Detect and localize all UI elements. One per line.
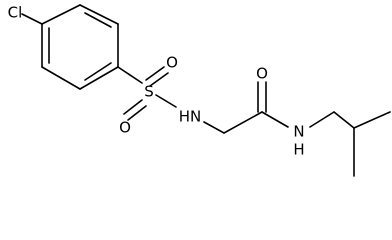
molecule-diagram: Cl S O O HN O N H <box>8 4 391 177</box>
s-n-bond <box>155 94 177 108</box>
ring-double-bond <box>84 62 112 81</box>
ring-bond <box>79 4 119 25</box>
ch2-carbonyl-bond <box>223 111 263 134</box>
isobutyl-bond <box>333 111 355 129</box>
cl-bond <box>21 13 43 25</box>
atom-h-amide: H <box>293 141 304 159</box>
benzene-ring <box>41 4 119 90</box>
isobutyl-bond <box>353 111 391 129</box>
s-o-top-double-bond <box>145 66 165 81</box>
s-o-bottom-double-bond <box>123 99 143 115</box>
s-o-top-double-bond <box>149 72 169 87</box>
structure-canvas: Cl S O O HN O N H <box>8 4 391 177</box>
ring-bond <box>79 66 119 90</box>
ring-double-bond <box>84 12 112 28</box>
atom-s: S <box>144 83 154 101</box>
atom-o-top: O <box>166 54 178 72</box>
atom-n-amide: N <box>293 123 304 141</box>
atom-o-carbonyl: O <box>256 65 268 83</box>
n-isobutyl-bond <box>309 111 335 128</box>
ring-s-bond <box>117 66 143 84</box>
atom-cl: Cl <box>8 4 23 22</box>
n-ch2-bond <box>203 121 225 134</box>
s-o-bottom-double-bond <box>127 105 147 121</box>
ring-bond <box>41 66 81 90</box>
carbonyl-n-bond <box>261 111 289 128</box>
ring-bond <box>41 4 81 25</box>
atom-nh-sulfonamide: HN <box>179 108 202 126</box>
atom-o-bottom: O <box>119 119 131 137</box>
